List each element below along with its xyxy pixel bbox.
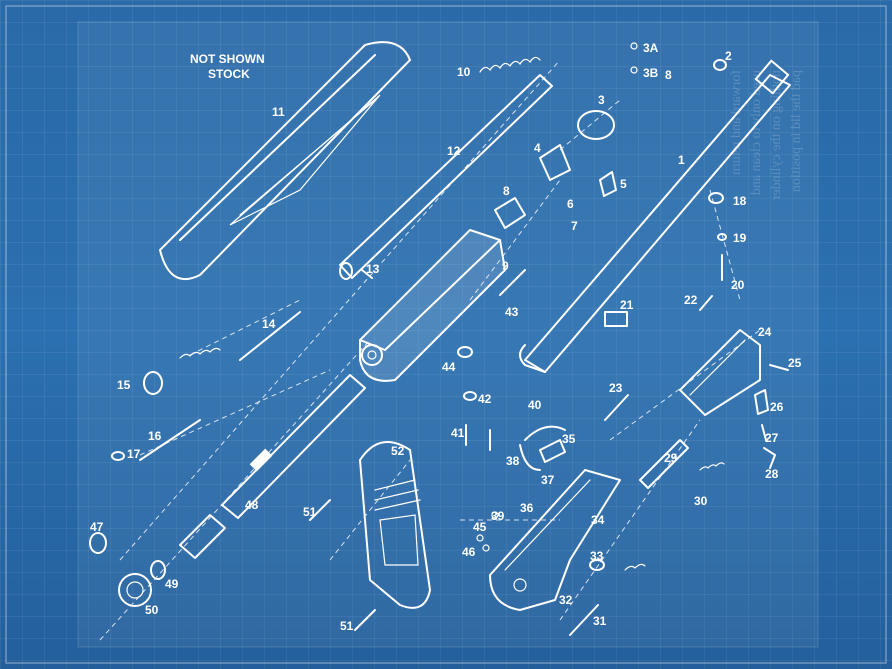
part-label: 47 (90, 520, 104, 534)
part-label: 39 (491, 509, 505, 523)
cap-part-47 (89, 532, 107, 554)
forend-part-11 (159, 41, 411, 280)
part-label: 25 (788, 356, 802, 370)
part-label: 6 (567, 197, 574, 211)
part-label: 34 (591, 513, 605, 527)
svg-text:used only to clean and: used only to clean and (749, 70, 764, 195)
part-label: 41 (451, 426, 465, 440)
magazine-tube-part-12 (339, 74, 553, 280)
part-label: 42 (478, 392, 492, 406)
part-label: 51 (303, 505, 317, 519)
part-label: 24 (758, 325, 772, 339)
bleed-through-text: pad the lid in position nothing on the c… (729, 70, 804, 201)
part-label: 13 (366, 262, 380, 276)
part-label: 14 (262, 317, 276, 331)
part-labels: 1 2 3 3A 3B 4 5 6 7 8 8 9 10 11 12 13 14… (90, 41, 802, 633)
part-label: 10 (457, 65, 471, 79)
part-label: 49 (165, 577, 179, 591)
part-label: 31 (593, 614, 607, 628)
part-label: 19 (733, 231, 747, 245)
magazine-spring-part-10 (479, 56, 541, 73)
part-label: 11 (272, 105, 285, 119)
part-label: 2 (725, 49, 732, 63)
paper-area (77, 21, 819, 648)
receiver-part-9 (359, 229, 506, 382)
part-label: 32 (559, 593, 573, 607)
part-label: 15 (117, 378, 131, 392)
part-label: 8 (665, 68, 672, 82)
part-label: 7 (571, 219, 578, 233)
part-label: 51 (340, 619, 354, 633)
part-label: 3A (643, 41, 659, 55)
part-label: 35 (562, 432, 576, 446)
part-label: 17 (127, 447, 141, 461)
magazine-tube-part-48 (221, 374, 366, 519)
note-line-1: NOT SHOWN (190, 52, 265, 66)
part-label: 43 (505, 305, 519, 319)
svg-text:nothing on the cylinder: nothing on the cylinder (769, 70, 784, 201)
part-label: 50 (145, 603, 159, 617)
part-label: 44 (442, 360, 456, 374)
note-line-2: STOCK (208, 67, 250, 81)
cap-part-50 (118, 573, 152, 607)
spring-part-48b (179, 514, 226, 559)
part-label: 9 (502, 259, 509, 273)
assembly-guide-lines (99, 59, 761, 641)
part-label: 46 (462, 545, 476, 559)
part-label: 33 (590, 549, 604, 563)
recoil-pad-part-52 (359, 441, 431, 609)
part-label: 8 (503, 184, 510, 198)
part-label: 18 (733, 194, 747, 208)
part-label: 40 (528, 398, 542, 412)
svg-text:pad the lid in position: pad the lid in position (789, 70, 804, 192)
part-label: 5 (620, 177, 627, 191)
part-label: 29 (664, 451, 678, 465)
part-label: 1 (678, 153, 685, 167)
ring-part-49 (150, 560, 166, 580)
part-label: 27 (765, 431, 779, 445)
part-label: 30 (694, 494, 708, 508)
part-label: 3B (643, 66, 659, 80)
part-label: 3 (598, 93, 605, 107)
part-label: 21 (620, 298, 634, 312)
part-label: 4 (534, 141, 541, 155)
part-label: 38 (506, 454, 520, 468)
part-label: 26 (770, 400, 784, 414)
part-label: 16 (148, 429, 162, 443)
bolt-carrier-part-24 (679, 329, 761, 416)
part-label: 37 (541, 473, 555, 487)
small-parts (111, 42, 789, 636)
part-label: 28 (765, 467, 779, 481)
barrel-part-1 (519, 59, 791, 373)
part-label: 45 (473, 520, 487, 534)
outer-frame (5, 5, 887, 664)
part-label: 20 (731, 278, 745, 292)
part-label: 12 (447, 144, 461, 158)
part-label: 52 (391, 444, 405, 458)
trigger-group-part-34 (489, 469, 621, 611)
part-label: 36 (520, 501, 534, 515)
piston-part-21 (604, 311, 628, 327)
svg-text:forward and return: forward and return (729, 70, 744, 175)
part-label: 22 (684, 293, 698, 307)
part-label: 48 (245, 498, 259, 512)
part-label: 23 (609, 381, 623, 395)
